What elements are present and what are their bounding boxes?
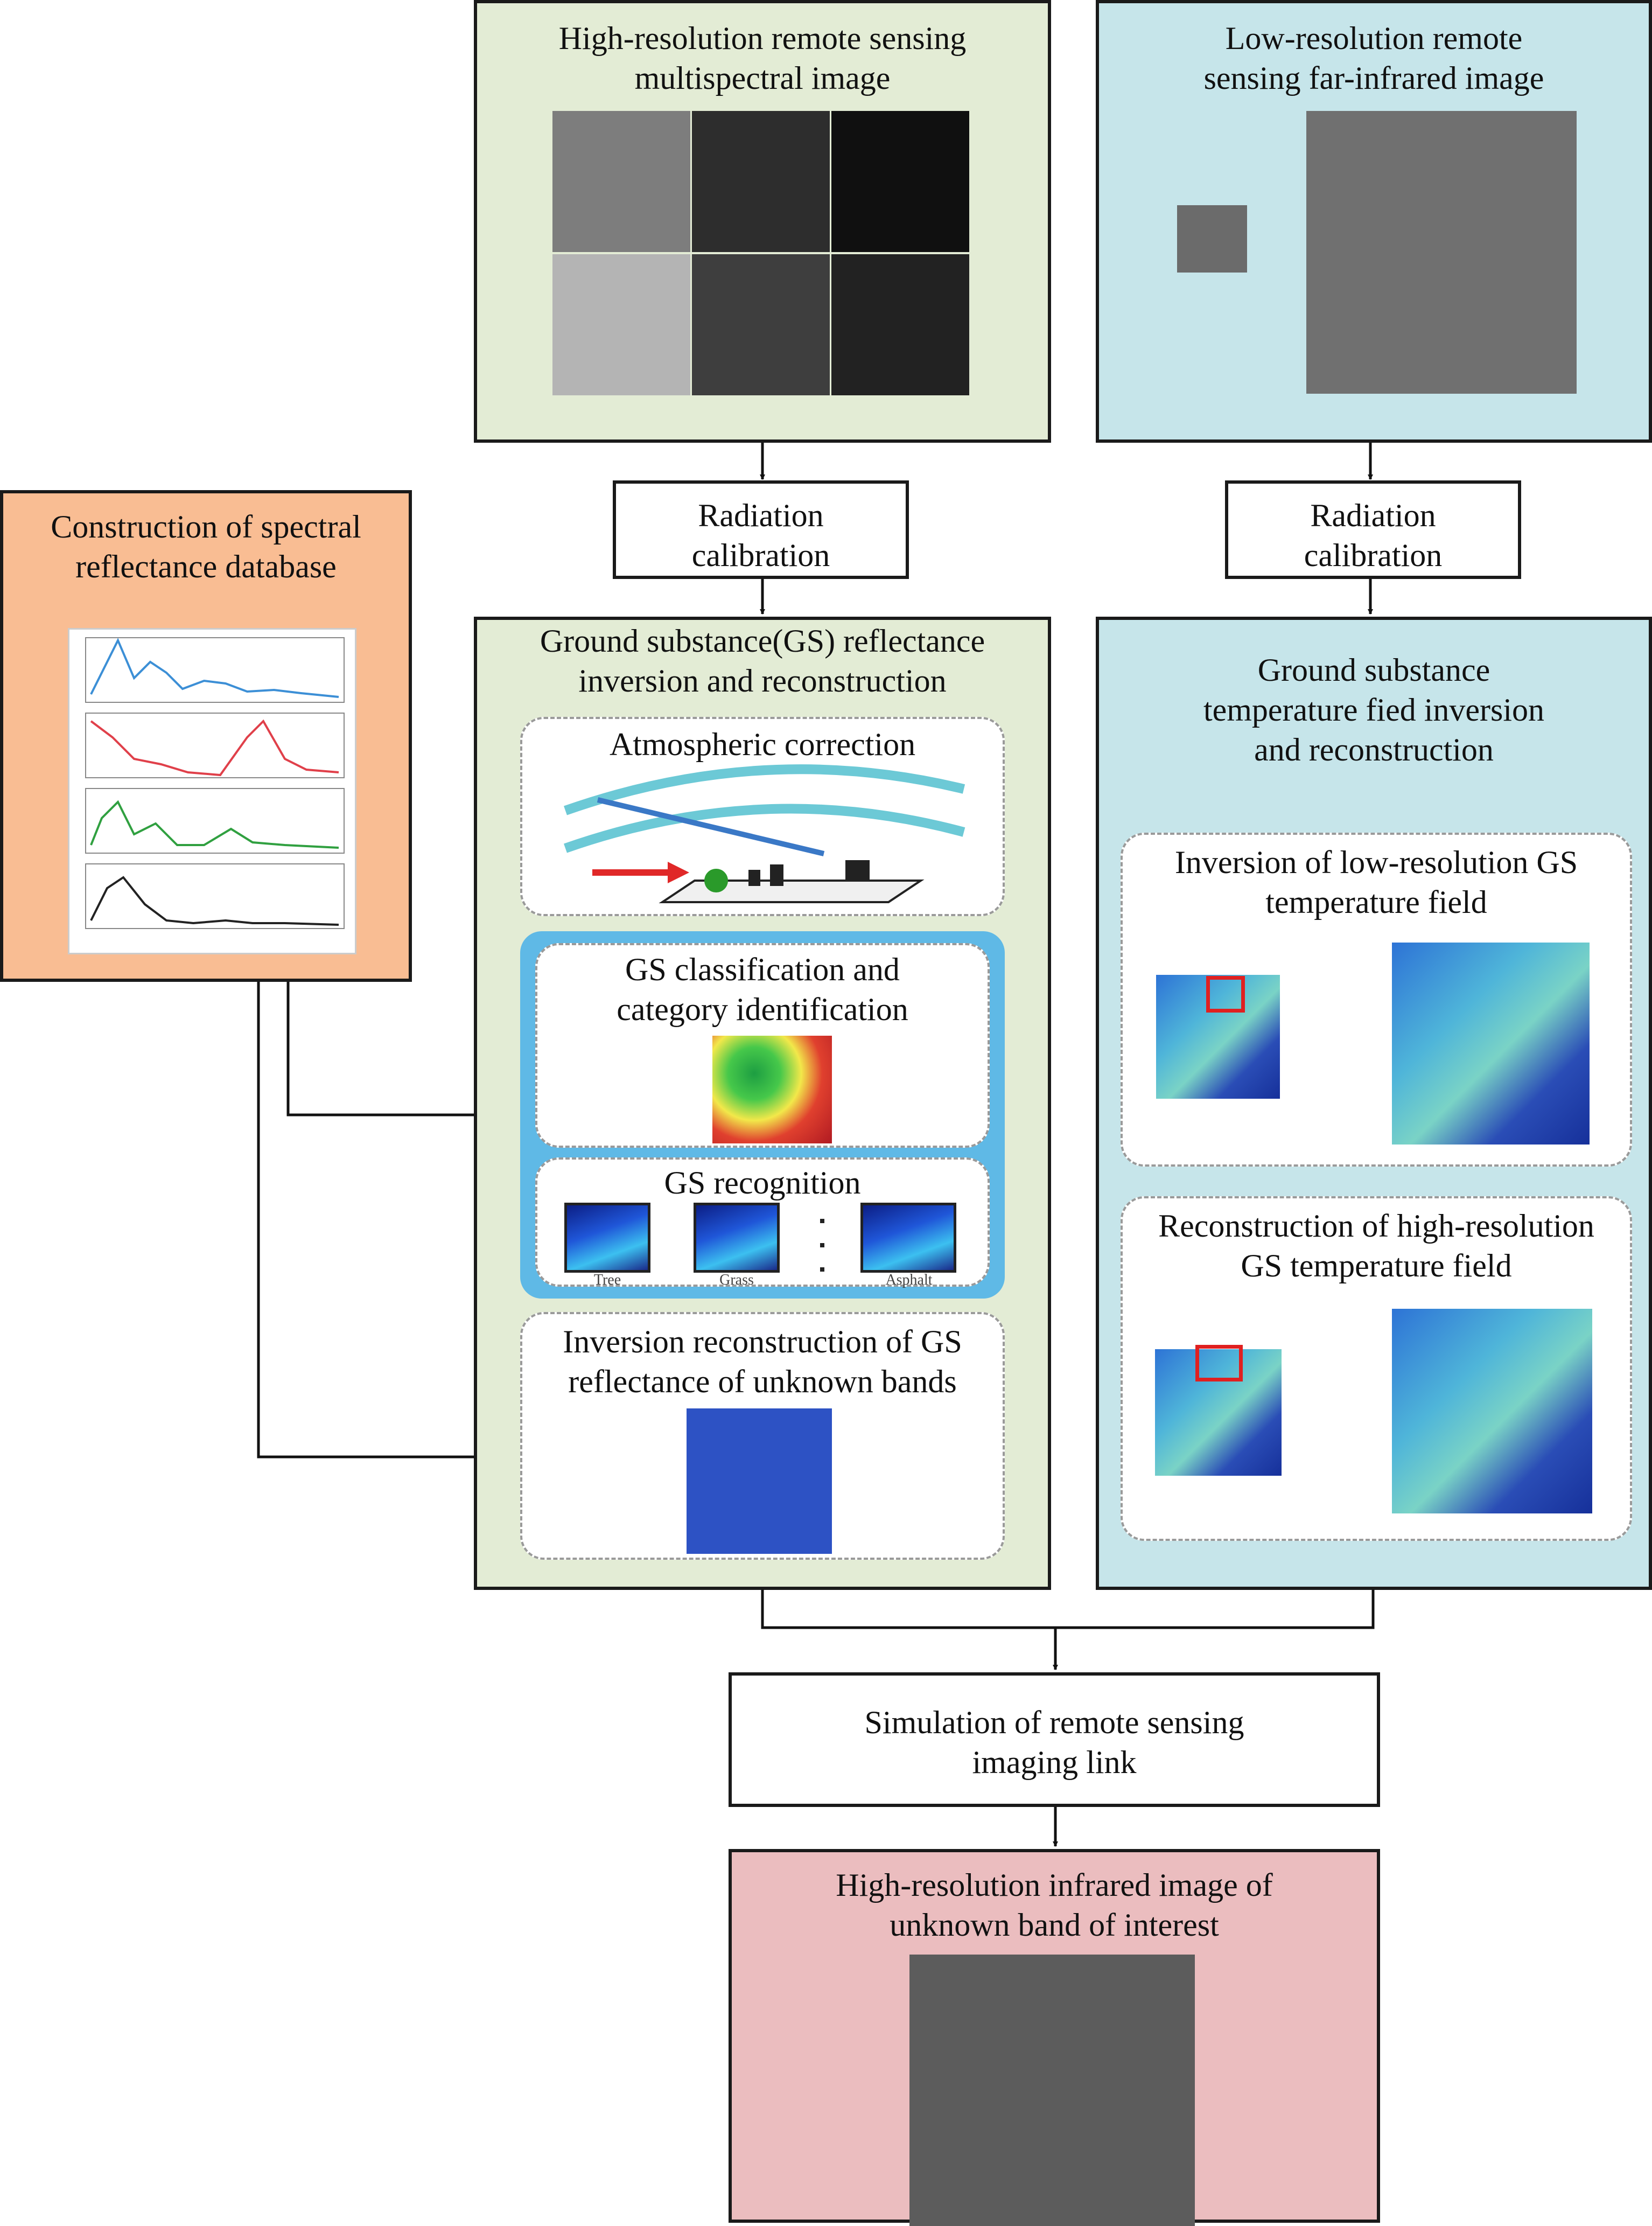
- gs-temperature-title: Ground substance temperature fied invers…: [1203, 652, 1545, 767]
- recognition-asphalt-label: Asphalt: [885, 1272, 933, 1288]
- hr-multispectral-panel: High-resolution remote sensing multispec…: [474, 0, 1051, 443]
- spectral-curves: [85, 637, 345, 929]
- spectral-curve-blue: [90, 638, 339, 698]
- simulation-label: Simulation of remote sensing imaging lin…: [864, 1705, 1244, 1780]
- recognition-asphalt-image: [860, 1203, 956, 1273]
- radiation-calibration-left: Radiation calibration: [613, 480, 909, 579]
- classification-recognition-group: GS classification and category identific…: [520, 931, 1005, 1299]
- recognition-ellipsis-dot: [820, 1243, 824, 1247]
- band-4-image: [552, 254, 690, 395]
- low-res-temperature-zoom: [1392, 943, 1590, 1145]
- spectral-database-panel: Construction of spectral reflectance dat…: [0, 490, 412, 982]
- recognition-ellipsis-dot: [820, 1219, 824, 1223]
- band-6-image: [831, 254, 969, 395]
- high-res-temperature-zoom: [1392, 1309, 1592, 1513]
- recognition-ellipsis-dot: [820, 1267, 824, 1272]
- recognition-grass-image: [694, 1203, 780, 1273]
- recognition-grass-label: Grass: [719, 1272, 754, 1288]
- gs-reflectance-panel: Ground substance(GS) reflectance inversi…: [474, 617, 1051, 1590]
- hr-multispectral-title: High-resolution remote sensing multispec…: [558, 20, 967, 96]
- unknown-bands-reflectance-image: [687, 1408, 832, 1554]
- simulation-box: Simulation of remote sensing imaging lin…: [729, 1672, 1380, 1807]
- recognition-label: GS recognition: [664, 1165, 861, 1201]
- gs-temperature-panel: Ground substance temperature fied invers…: [1096, 617, 1652, 1590]
- classification-label: GS classification and category identific…: [617, 952, 908, 1027]
- lr-zoomed-image: [1306, 111, 1577, 394]
- radiation-calibration-right: Radiation calibration: [1225, 480, 1521, 579]
- band-1-image: [552, 111, 690, 252]
- classification-box: GS classification and category identific…: [535, 943, 990, 1148]
- classification-map-image: [712, 1036, 832, 1143]
- spectral-curve-black: [90, 876, 339, 926]
- high-res-temperature-map: [1155, 1349, 1282, 1476]
- atmospheric-illustration: [564, 764, 965, 903]
- band-2-image: [692, 111, 830, 252]
- unknown-bands-box: Inversion reconstruction of GS reflectan…: [520, 1312, 1005, 1560]
- high-res-temperature-box: Reconstruction of high-resolution GS tem…: [1121, 1196, 1632, 1541]
- low-res-temperature-label: Inversion of low-resolution GS temperatu…: [1174, 845, 1578, 920]
- gs-reflectance-title: Ground substance(GS) reflectance inversi…: [540, 623, 985, 699]
- zoom-region-marker: [1195, 1345, 1243, 1381]
- high-res-temperature-label: Reconstruction of high-resolution GS tem…: [1158, 1208, 1594, 1283]
- output-panel: High-resolution infrared image of unknow…: [729, 1849, 1380, 2226]
- radiation-calibration-left-label: Radiation calibration: [691, 498, 830, 573]
- spectral-database-title: Construction of spectral reflectance dat…: [51, 509, 361, 584]
- spectral-curve-green: [90, 800, 339, 849]
- atmospheric-correction-label: Atmospheric correction: [609, 727, 916, 762]
- lr-thumbnail-image: [1177, 205, 1247, 273]
- band-5-image: [692, 254, 830, 395]
- recognition-tree-image: [564, 1203, 650, 1273]
- spectral-curves-figure: [68, 628, 356, 954]
- low-res-temperature-map: [1156, 975, 1280, 1099]
- low-res-temperature-box: Inversion of low-resolution GS temperatu…: [1121, 833, 1632, 1167]
- multispectral-band-grid: [552, 111, 969, 395]
- recognition-tree-label: Tree: [593, 1272, 621, 1288]
- lr-far-infrared-panel: Low-resolution remote sensing far-infrar…: [1096, 0, 1652, 443]
- band-3-image: [831, 111, 969, 252]
- spectral-curve-red: [90, 719, 339, 777]
- output-title: High-resolution infrared image of unknow…: [836, 1867, 1273, 1943]
- recognition-box: GS recognition Tree Grass Asphalt: [535, 1157, 990, 1288]
- lr-far-infrared-title: Low-resolution remote sensing far-infrar…: [1203, 20, 1544, 96]
- radiation-calibration-right-label: Radiation calibration: [1304, 498, 1443, 573]
- output-infrared-image: [909, 1955, 1195, 2226]
- atmospheric-correction-box: Atmospheric correction: [520, 717, 1005, 916]
- zoom-region-marker: [1206, 976, 1245, 1013]
- unknown-bands-label: Inversion reconstruction of GS reflectan…: [563, 1324, 962, 1399]
